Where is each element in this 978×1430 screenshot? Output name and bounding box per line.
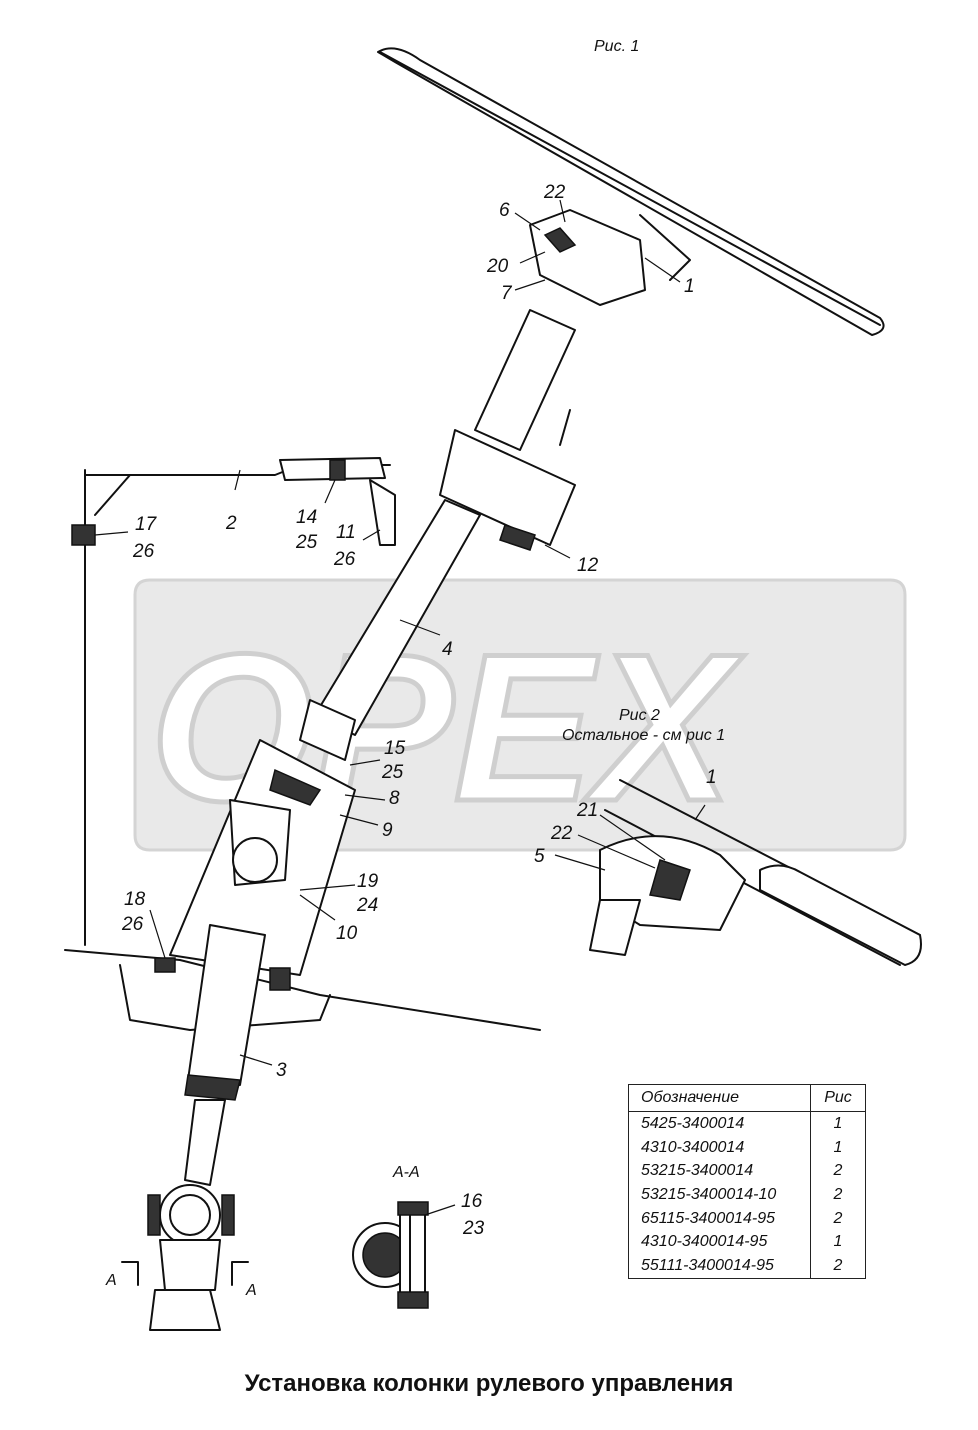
callout-24: 24: [356, 895, 378, 916]
callout-26-c: 26: [121, 914, 144, 935]
figure2-title: Рис 2: [619, 707, 660, 724]
steering-wheel: [377, 47, 885, 336]
callout-1: 1: [684, 276, 695, 297]
table-cell-figure: 2: [833, 1186, 843, 1204]
intermediate-shaft: [147, 924, 266, 1331]
table-cell-figure: 2: [833, 1257, 843, 1275]
section-mark-right: А: [245, 1282, 257, 1299]
callout-15: 15: [384, 738, 406, 759]
table-cell-designation: 5425-3400014: [629, 1112, 811, 1136]
callout-12: 12: [577, 555, 599, 576]
shaft: [299, 499, 481, 761]
callout-9: 9: [382, 820, 393, 841]
table-cell-designation: 4310-3400014: [629, 1135, 811, 1160]
table-cell-designation: 4310-3400014-95: [629, 1230, 811, 1255]
table-header-designation: Обозначение: [629, 1085, 811, 1111]
lower-joint: [169, 739, 356, 976]
table-header-figure: Рис: [824, 1089, 852, 1106]
callout-22: 22: [543, 182, 566, 203]
figure2-detail: [589, 779, 922, 966]
callout-7: 7: [501, 283, 513, 304]
bracket: [71, 457, 396, 946]
callout-3: 3: [276, 1060, 287, 1081]
table-row: 55111-3400014-95 2: [629, 1254, 865, 1278]
table-row: 53215-3400014 2: [629, 1159, 865, 1184]
callout-4: 4: [442, 639, 453, 660]
section-markers: [121, 1261, 249, 1286]
callout-26-a: 26: [132, 541, 155, 562]
page-caption: Установка колонки рулевого управления: [244, 1370, 734, 1397]
callout-10: 10: [336, 923, 358, 944]
figure1-title: Рис. 1: [594, 38, 639, 55]
callout-18: 18: [124, 889, 146, 910]
table-row: 5425-3400014 1: [629, 1112, 865, 1136]
table-row: 65115-3400014-95 2: [629, 1206, 865, 1231]
callout-25-a: 25: [295, 532, 318, 553]
fig2-callout-5: 5: [534, 846, 545, 867]
section-label: А-А: [392, 1164, 420, 1181]
callout-6: 6: [499, 200, 510, 221]
table-cell-designation: 65115-3400014-95: [629, 1206, 811, 1231]
table-row: 53215-3400014-10 2: [629, 1183, 865, 1207]
table-cell-designation: 53215-3400014: [629, 1159, 811, 1184]
table-header-row: Обозначение Рис: [629, 1085, 865, 1112]
figure2-note: Остальное - см рис 1: [562, 727, 725, 744]
table-cell-figure: 2: [833, 1162, 843, 1180]
upper-column: [439, 209, 646, 551]
callout-20: 20: [486, 256, 509, 277]
callout-2: 2: [225, 513, 237, 534]
callout-14: 14: [296, 507, 317, 528]
designation-table: Обозначение Рис 5425-3400014 1 4310-3400…: [628, 1084, 866, 1279]
fig2-callout-21: 21: [576, 800, 598, 821]
fig2-callout-22: 22: [550, 823, 573, 844]
callout-25-b: 25: [381, 762, 404, 783]
callout-11: 11: [336, 522, 356, 543]
table-row: 4310-3400014-95 1: [629, 1230, 865, 1255]
callout-23: 23: [462, 1218, 485, 1239]
callout-17: 17: [135, 514, 158, 535]
leader-lines: [94, 199, 706, 1216]
table-cell-figure: 2: [833, 1209, 843, 1227]
callout-16: 16: [461, 1191, 483, 1212]
section-mark-left: А: [105, 1272, 117, 1289]
fig2-callout-1: 1: [706, 767, 717, 788]
table-cell-figure: 1: [833, 1138, 843, 1156]
table-cell-figure: 1: [833, 1115, 843, 1132]
table-row: 4310-3400014 1: [629, 1135, 865, 1160]
callout-8: 8: [389, 788, 400, 809]
table-cell-designation: 55111-3400014-95: [629, 1254, 811, 1278]
table-cell-figure: 1: [833, 1233, 843, 1251]
table-cell-designation: 53215-3400014-10: [629, 1183, 811, 1207]
callout-26-b: 26: [333, 549, 356, 570]
callout-19: 19: [357, 871, 379, 892]
section-a-a: [352, 1201, 429, 1309]
